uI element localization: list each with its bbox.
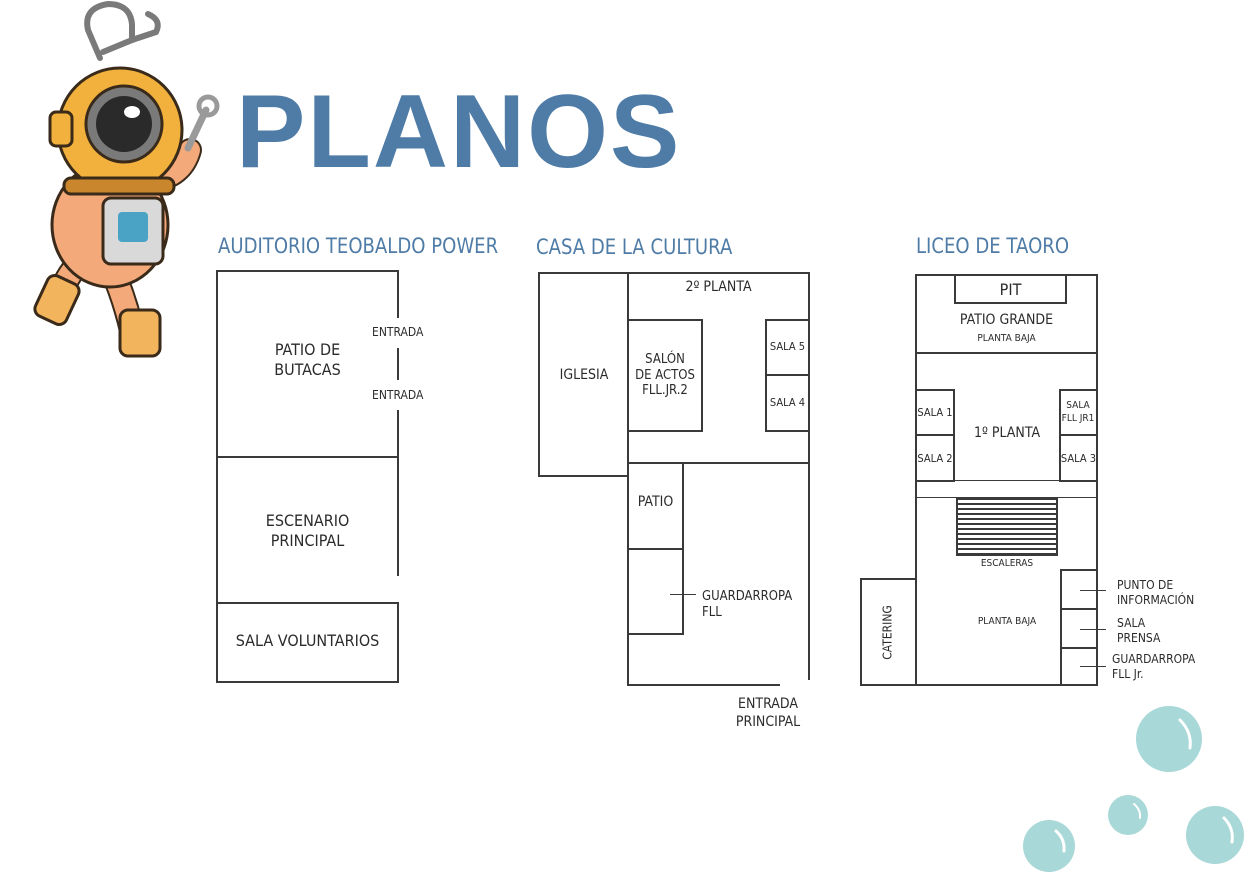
casa-patio-label: PATIO [637,494,674,510]
liceo-divider-2 [915,480,1098,481]
casa-guardarropa-label: GUARDARROPA FLL [702,589,793,621]
casa-header: CASA DE LA CULTURA [536,235,733,259]
liceo-prensa-pointer [1080,629,1106,630]
liceo-sala3-label: SALA 3 [1060,452,1097,465]
casa-sala5-room [765,319,810,376]
liceo-primera-planta-label: 1º PLANTA [973,425,1041,441]
casa-guardarropa-pointer [670,594,696,595]
casa-entrance-gap [780,680,812,688]
auditorio-escenario-label: ESCENARIO PRINCIPAL [265,511,350,550]
liceo-prensa-label: SALA PRENSA [1117,616,1161,645]
page-title: PLANOS [236,74,682,190]
auditorio-door-1 [397,318,401,348]
liceo-sala3-room [1059,434,1098,482]
liceo-info-label: PUNTO DE INFORMACIÓN [1117,578,1195,607]
auditorio-outline [216,270,399,683]
casa-salon-label: SALÓN DE ACTOS FLL.JR.2 [635,352,695,399]
casa-sala4-label: SALA 4 [769,396,806,409]
liceo-guardarropa-label: GUARDARROPA FLL Jr. [1112,652,1196,681]
casa-planta-label: 2º PLANTA [685,279,752,295]
casa-patio-room [627,462,684,550]
liceo-planta-baja-top-label: PLANTA BAJA [977,333,1036,344]
liceo-catering-label: CATERING [880,605,895,660]
auditorio-divider-2 [216,602,399,604]
auditorio-door-2 [397,380,401,410]
liceo-divider-3 [915,497,1098,498]
casa-guardarropa-room [627,548,684,635]
casa-salon-room [627,319,703,432]
liceo-salajr1-label: SALA FLL JR1 [1061,400,1095,424]
auditorio-divider-1 [216,456,399,458]
liceo-sala2-label: SALA 2 [917,452,953,465]
auditorio-header: AUDITORIO TEOBALDO POWER [218,234,499,258]
auditorio-patio-label: PATIO DE BUTACAS [274,340,341,379]
liceo-sala2-room [915,434,955,482]
liceo-catering-room [860,578,917,686]
liceo-divider-1 [915,352,1098,354]
liceo-stairs [956,498,1058,556]
casa-sala5-label: SALA 5 [769,340,806,353]
liceo-sala1-label: SALA 1 [917,406,953,419]
diver-mascot-icon [33,0,220,358]
liceo-patio-grande-label: PATIO GRANDE [959,312,1054,328]
auditorio-entrada-1: ENTRADA [372,325,424,339]
liceo-guardarropa-pointer [1080,666,1106,667]
auditorio-voluntarios-label: SALA VOLUNTARIOS [235,631,380,650]
bubble-icon [1023,706,1244,872]
liceo-salajr1-room [1059,389,1098,436]
liceo-pit-label: PIT [999,280,1022,299]
liceo-planta-baja-label: PLANTA BAJA [977,616,1037,627]
casa-entrada-label: ENTRADA PRINCIPAL [735,696,801,730]
casa-iglesia-label: IGLESIA [559,367,609,383]
liceo-pit-room [954,274,1067,304]
casa-sala4-room [765,374,810,432]
liceo-header: LICEO DE TAORO [916,234,1070,258]
auditorio-entrada-2: ENTRADA [372,388,424,402]
auditorio-door-3 [397,576,401,602]
liceo-info-pointer [1080,590,1106,591]
liceo-escaleras-label: ESCALERAS [980,558,1034,569]
